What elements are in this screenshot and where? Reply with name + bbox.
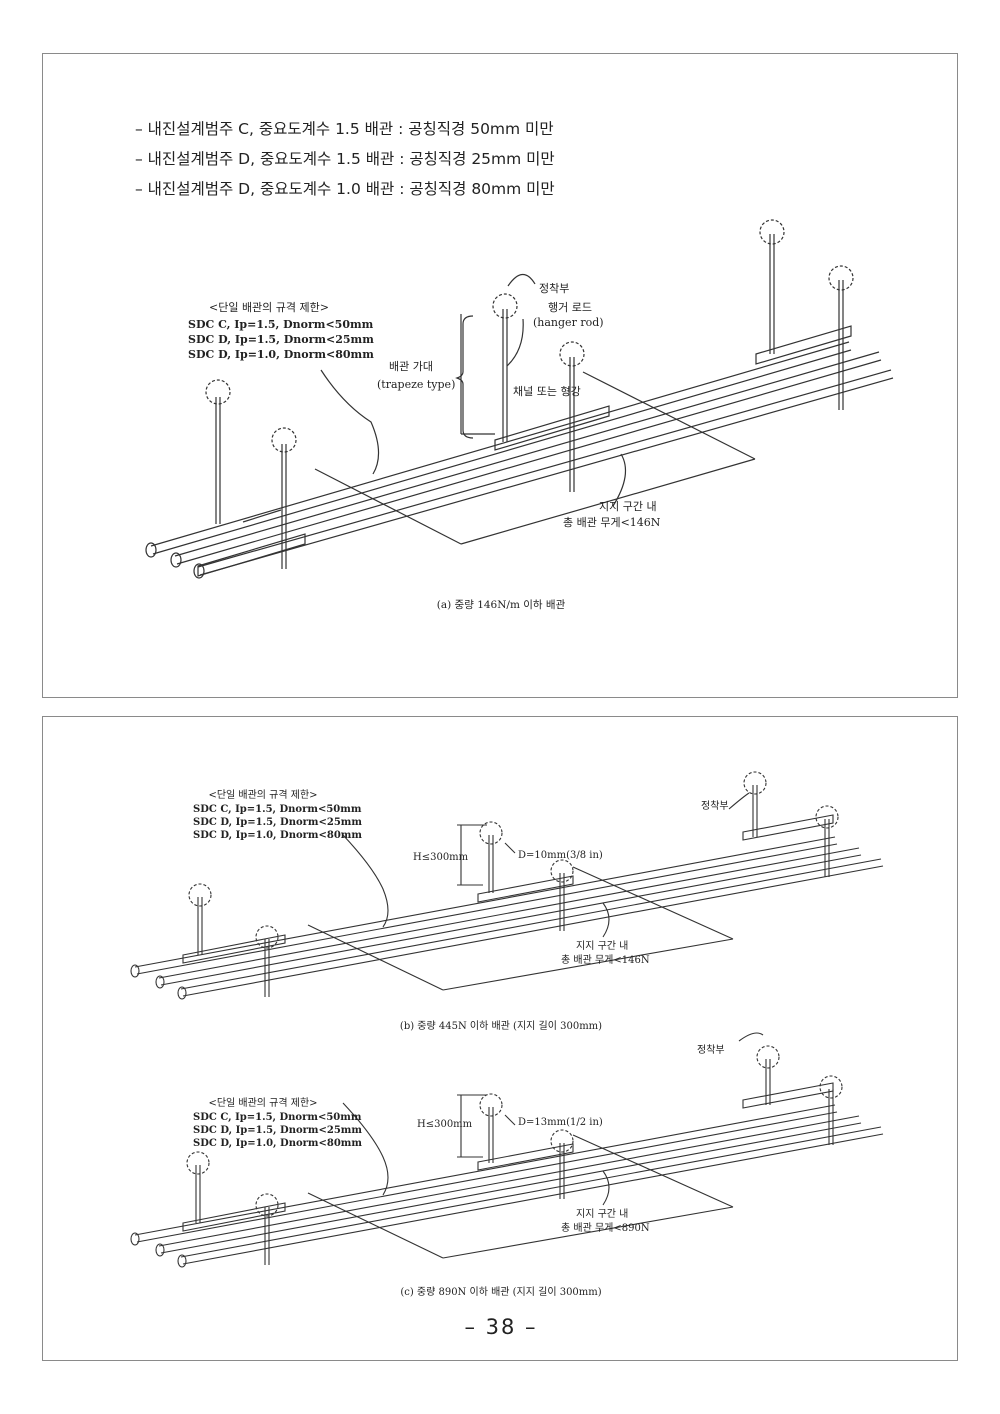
- anchor-marker: [188, 771, 839, 949]
- spec-line: SDC D, Ip=1.5, Dnorm<25mm: [188, 333, 374, 346]
- labels-bc: <단일 배관의 규격 제한> SDC C, Ip=1.5, Dnorm<50mm…: [193, 788, 729, 1298]
- figure-panel-a: – 내진설계범주 C, 중요도계수 1.5 배관 : 공칭직경 50mm 미만 …: [42, 53, 958, 698]
- spec-line: SDC D, Ip=1.0, Dnorm<80mm: [193, 830, 362, 841]
- span-label: 총 배관 무게<890N: [561, 1222, 650, 1234]
- spec-line: SDC C, Ip=1.5, Dnorm<50mm: [193, 804, 362, 815]
- page-number: – 38 –: [464, 1315, 538, 1339]
- anchor-marker: [205, 219, 854, 453]
- span-label: 지지 구간 내: [599, 500, 657, 513]
- anchor-marker: [186, 1045, 843, 1217]
- span-label: 총 배관 무게<146N: [561, 954, 650, 966]
- spec-title: <단일 배관의 규격 제한>: [208, 788, 317, 801]
- figure-caption: (c) 중량 890N 이하 배관 (지지 길이 300mm): [400, 1285, 601, 1298]
- rod-label: D=10mm(3/8 in): [518, 850, 603, 861]
- channel-label: 채널 또는 형강: [513, 385, 581, 398]
- rod-label: D=13mm(1/2 in): [518, 1117, 603, 1128]
- spec-line: SDC C, Ip=1.5, Dnorm<50mm: [188, 318, 374, 331]
- figure-caption: (a) 중량 146N/m 이하 배관: [437, 598, 566, 611]
- anchor-label: 정착부: [539, 282, 569, 295]
- hanger-label: 행거 로드: [548, 301, 592, 314]
- anchor-label: 정착부: [701, 800, 729, 812]
- pipe-diagram-a: [145, 219, 894, 579]
- anchor-label: 정착부: [697, 1044, 725, 1056]
- spec-title: <단일 배관의 규격 제한>: [209, 300, 329, 314]
- height-label: H≤300mm: [417, 1119, 473, 1130]
- span-label: 총 배관 무게<146N: [563, 516, 661, 529]
- hanger-rod: [215, 234, 844, 569]
- bullet-item: – 내진설계범주 C, 중요도계수 1.5 배관 : 공칭직경 50mm 미만: [135, 120, 554, 138]
- span-label: 지지 구간 내: [576, 1208, 628, 1220]
- trapeze-label-en: (trapeze type): [377, 378, 455, 391]
- spec-line: SDC D, Ip=1.5, Dnorm<25mm: [193, 1125, 362, 1136]
- spec-line: SDC D, Ip=1.0, Dnorm<80mm: [193, 1138, 362, 1149]
- spec-title: <단일 배관의 규격 제한>: [208, 1096, 317, 1109]
- spec-line: SDC C, Ip=1.5, Dnorm<50mm: [193, 1112, 362, 1123]
- bullet-item: – 내진설계범주 D, 중요도계수 1.5 배관 : 공칭직경 25mm 미만: [135, 150, 555, 168]
- labels-a: <단일 배관의 규격 제한> SDC C, Ip=1.5, Dnorm<50mm…: [188, 282, 661, 611]
- spec-line: SDC D, Ip=1.5, Dnorm<25mm: [193, 817, 362, 828]
- hanger-rod: [197, 785, 830, 997]
- trapeze-label: 배관 가대: [389, 360, 433, 373]
- hanger-label-en: (hanger rod): [533, 316, 604, 329]
- pipe: [145, 341, 894, 579]
- figure-panel-bc: <단일 배관의 규격 제한> SDC C, Ip=1.5, Dnorm<50mm…: [42, 716, 958, 1361]
- pipe-diagram-b: [130, 771, 884, 1268]
- bullet-item: – 내진설계범주 D, 중요도계수 1.0 배관 : 공칭직경 80mm 미만: [135, 180, 555, 198]
- figure-caption: (b) 중량 445N 이하 배관 (지지 길이 300mm): [400, 1019, 602, 1032]
- spec-line: SDC D, Ip=1.0, Dnorm<80mm: [188, 348, 374, 361]
- bullet-list: – 내진설계범주 C, 중요도계수 1.5 배관 : 공칭직경 50mm 미만 …: [135, 114, 555, 204]
- span-label: 지지 구간 내: [576, 940, 628, 952]
- height-label: H≤300mm: [413, 852, 469, 863]
